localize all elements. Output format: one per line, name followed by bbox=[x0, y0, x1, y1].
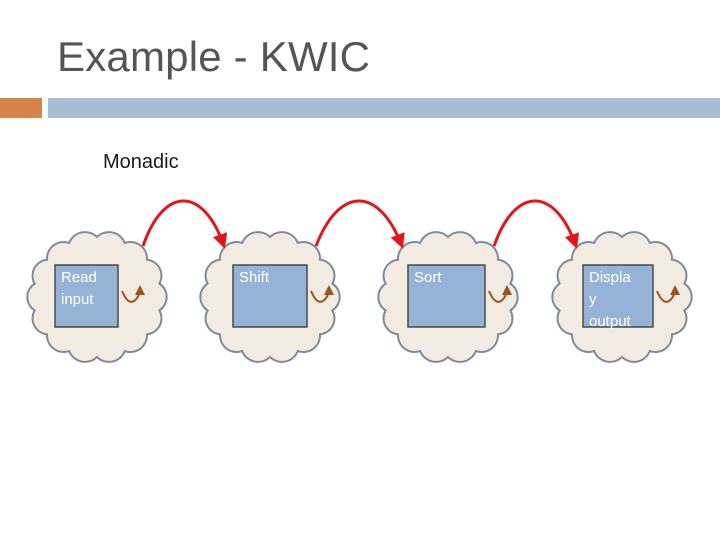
module-box bbox=[407, 264, 486, 328]
diagram-subtitle: Monadic bbox=[103, 151, 179, 173]
module-label: Sort bbox=[414, 269, 442, 286]
flow-arrow bbox=[492, 199, 580, 249]
self-loop-arrow bbox=[310, 285, 334, 303]
self-loop-arrow bbox=[656, 285, 680, 303]
module-box bbox=[54, 264, 119, 328]
flow-arrow bbox=[314, 199, 405, 249]
module-box bbox=[232, 264, 308, 328]
self-loop-arrow bbox=[121, 285, 145, 303]
module-label: Read input bbox=[61, 269, 97, 308]
self-loop-arrow bbox=[488, 285, 512, 303]
accent-bar-blue bbox=[48, 98, 720, 118]
module-label: Displa y output bbox=[589, 269, 631, 330]
accent-bar-orange bbox=[0, 98, 42, 118]
module-label: Shift bbox=[239, 269, 270, 286]
module-box bbox=[582, 264, 654, 328]
flow-arrow bbox=[141, 199, 228, 249]
slide-title: Example - KWIC bbox=[57, 33, 371, 80]
